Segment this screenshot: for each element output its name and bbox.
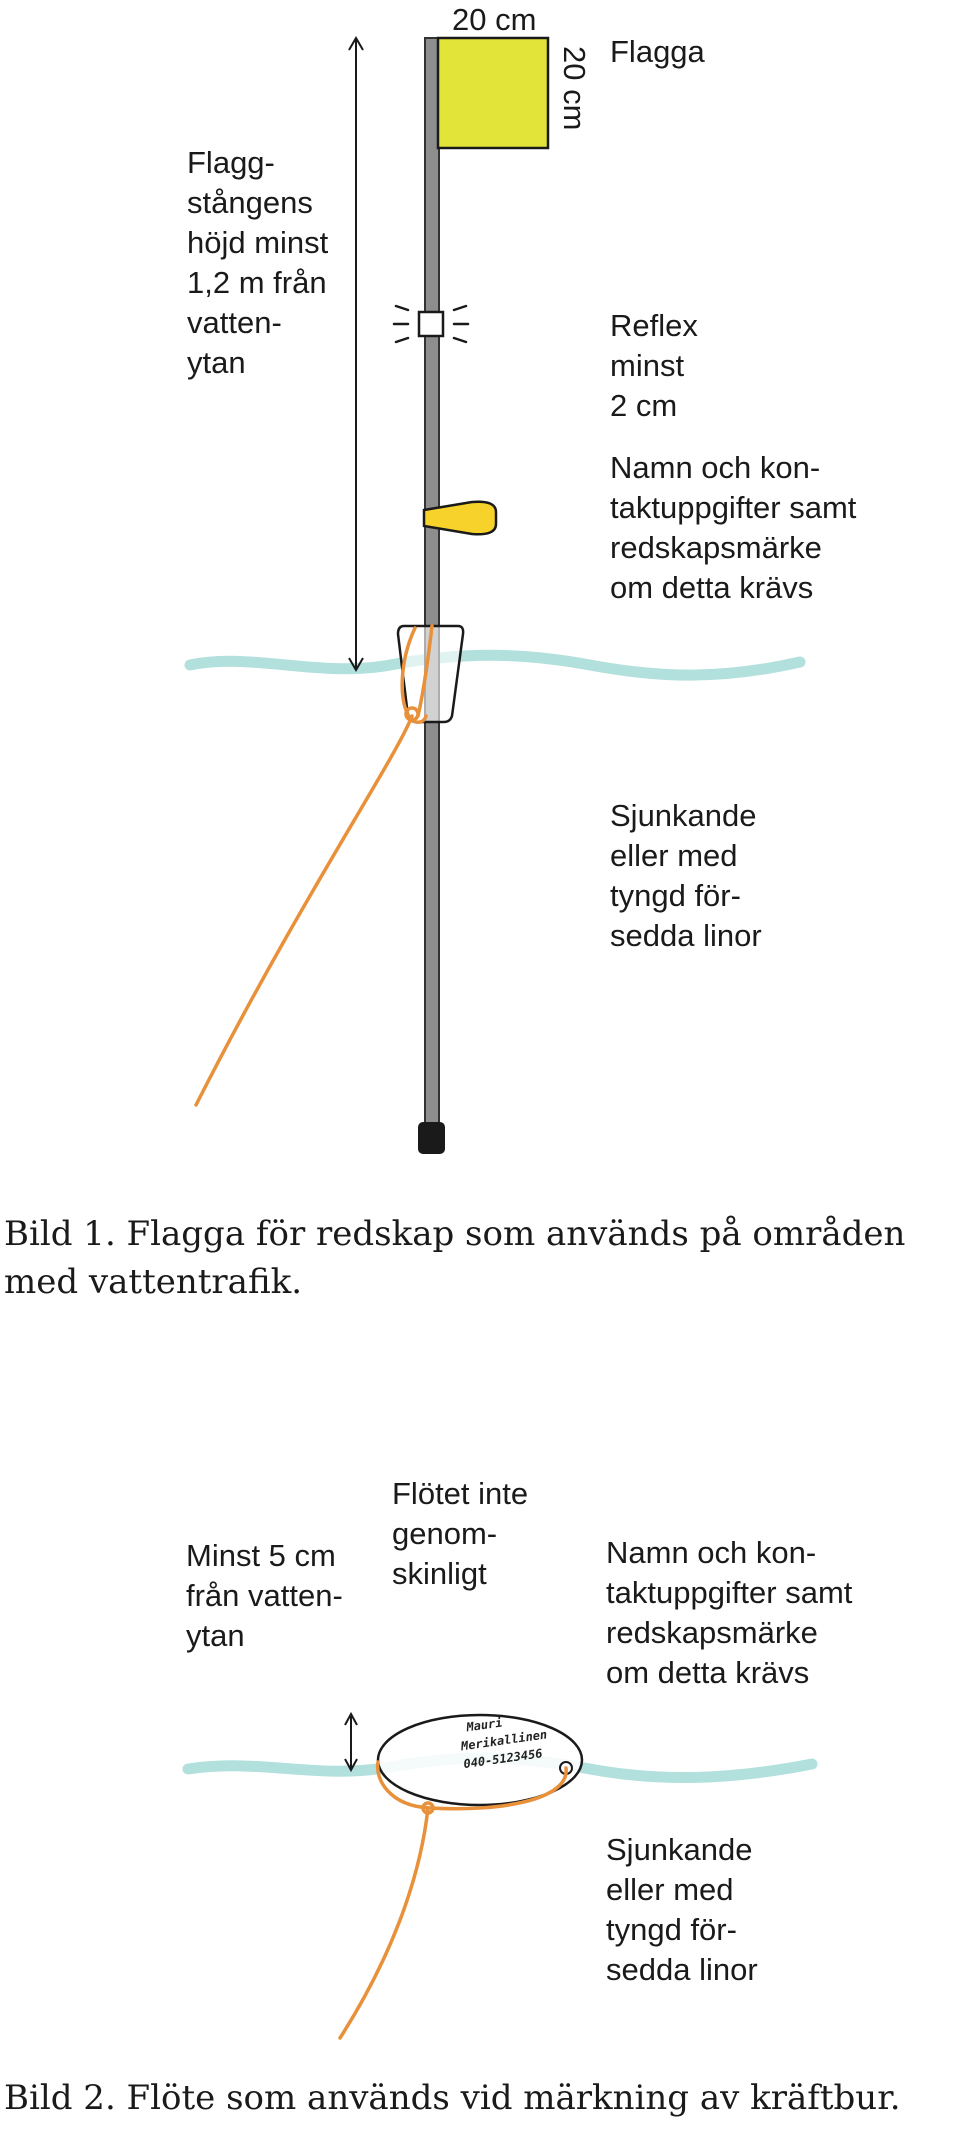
sinking-line-2 <box>338 1760 568 2040</box>
crayfish-float <box>376 1713 584 1807</box>
flag-height-label: 20 cm <box>557 46 592 131</box>
float-opacity-label: Flötet inte genom- skinligt <box>392 1476 529 1591</box>
pole-weight <box>418 1122 445 1154</box>
sinking-line-1 <box>194 624 434 1107</box>
reflex-label: Reflex minst 2 cm <box>610 308 698 423</box>
flag-label: Flagga <box>610 34 705 69</box>
sinking-lines-label-1: Sjunkande eller med tyngd för- sedda lin… <box>610 798 762 953</box>
flag-width-label: 20 cm <box>452 2 537 37</box>
pole-height-arrow <box>348 36 364 672</box>
contact-info-label-2: Namn och kon- taktuppgifter samt redskap… <box>606 1535 853 1690</box>
pole-height-label: Flagg- stångens höjd minst 1,2 m från va… <box>187 145 329 380</box>
reflex <box>417 310 445 338</box>
figure1-caption: Bild 1. Flagga för redskap som används p… <box>4 1214 906 1302</box>
water-surface-1 <box>184 649 806 681</box>
svg-text:Mauri: Mauri <box>465 1715 504 1734</box>
figure2-caption: Bild 2. Flöte som används vid märkning a… <box>4 2078 901 2118</box>
reflex-rays <box>392 304 470 344</box>
pole-float <box>396 624 465 724</box>
contact-info-label-1: Namn och kon- taktuppgifter samt redskap… <box>610 450 857 605</box>
sinking-lines-label-2: Sjunkande eller med tyngd för- sedda lin… <box>606 1832 758 1987</box>
flag <box>436 36 550 150</box>
float-height-arrow <box>344 1711 358 1773</box>
float-height-label: Minst 5 cm från vatten- ytan <box>186 1538 343 1653</box>
contact-tag <box>422 500 498 536</box>
